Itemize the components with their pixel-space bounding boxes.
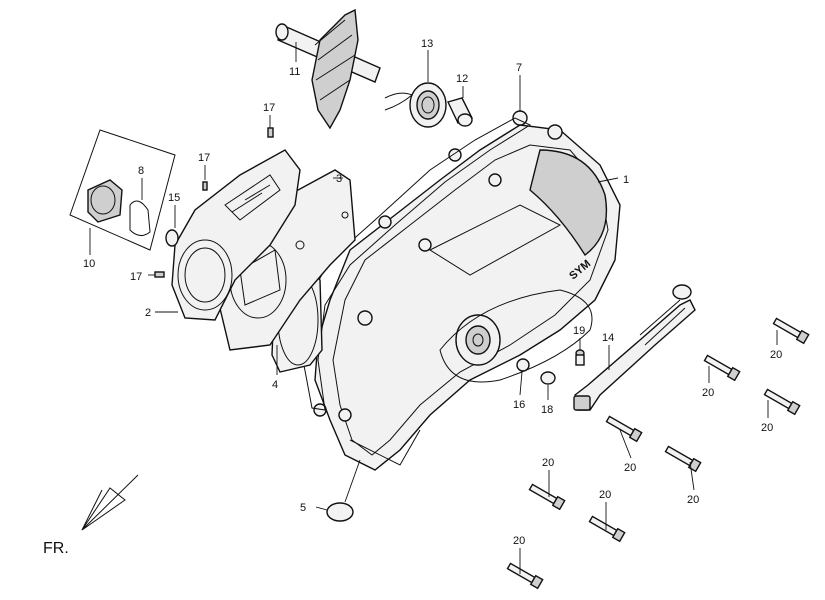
label-part-4: 4 — [272, 379, 278, 391]
label-part-20-e: 20 — [687, 494, 699, 506]
label-part-1: 1 — [623, 174, 629, 186]
label-part-11: 11 — [289, 66, 300, 78]
pin-17-low — [154, 271, 165, 278]
inner-cover — [171, 149, 301, 321]
label-part-3: 3 — [336, 173, 342, 185]
bolt-20-a — [772, 317, 810, 345]
bolt-20-h — [506, 562, 544, 590]
kick-shaft — [275, 8, 381, 130]
leader-lines — [89, 42, 778, 574]
bolt-group-20 — [506, 317, 810, 590]
front-direction-indicator: FR. — [43, 474, 139, 557]
cover-gasket — [302, 117, 532, 411]
label-part-20-d: 20 — [624, 462, 636, 474]
label-part-20-c: 20 — [761, 422, 773, 434]
label-part-2: 2 — [145, 307, 151, 319]
bolt-20-c — [763, 388, 801, 416]
label-part-17-low: 17 — [130, 271, 142, 283]
kick-spring — [384, 82, 447, 128]
bolt-20-e — [664, 445, 702, 473]
label-part-8: 8 — [138, 165, 144, 177]
bolt-20-f — [528, 483, 566, 511]
label-part-5: 5 — [300, 502, 306, 514]
label-part-10: 10 — [83, 258, 95, 270]
pin-17-top — [267, 127, 274, 138]
label-part-20-a: 20 — [770, 349, 782, 361]
label-part-17-top: 17 — [263, 102, 275, 114]
pin-17-mid — [202, 181, 208, 191]
label-part-14: 14 — [602, 332, 614, 344]
label-part-13: 13 — [421, 38, 433, 50]
bolt-20-g — [588, 515, 626, 543]
bolt-19 — [575, 349, 585, 366]
plug-5 — [326, 502, 354, 522]
label-part-15: 15 — [168, 192, 180, 204]
crankcase-cover: SYM — [313, 110, 621, 471]
label-part-20-b: 20 — [702, 387, 714, 399]
bolt-20-b — [703, 354, 741, 382]
front-direction-label: FR. — [43, 540, 69, 557]
label-part-20-f: 20 — [542, 457, 554, 469]
label-part-20-h: 20 — [513, 535, 525, 547]
label-part-19: 19 — [573, 325, 585, 337]
bushing — [447, 97, 473, 127]
label-part-18: 18 — [541, 404, 553, 416]
label-part-12: 12 — [456, 73, 468, 85]
label-part-17-mid: 17 — [198, 152, 210, 164]
washer-16 — [516, 358, 530, 372]
label-part-20-g: 20 — [599, 489, 611, 501]
label-part-16: 16 — [513, 399, 525, 411]
bolt-20-d — [605, 415, 643, 443]
kick-lever — [573, 284, 696, 411]
label-part-7: 7 — [516, 62, 522, 74]
clip-18 — [540, 371, 556, 385]
starter-gear-box — [69, 129, 179, 251]
part-labels: 1 2 3 4 5 7 8 10 11 12 13 14 15 16 17 17… — [83, 38, 782, 547]
